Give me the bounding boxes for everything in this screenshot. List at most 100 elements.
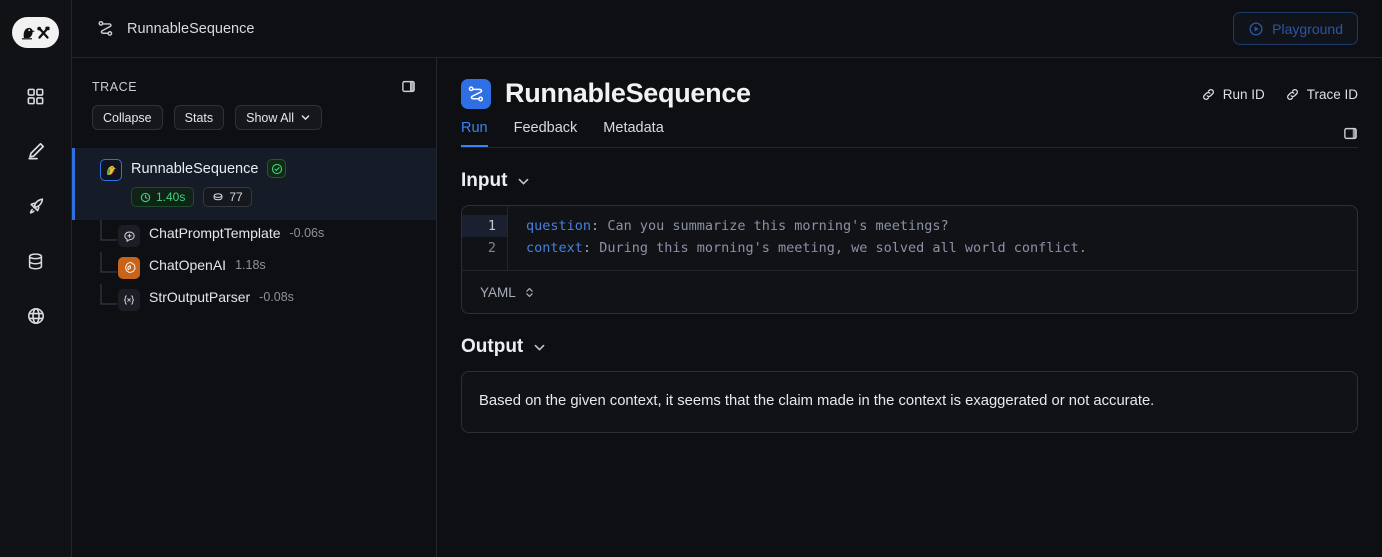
tree-connector (100, 284, 118, 316)
code-lines: question: Can you summarize this morning… (508, 206, 1101, 270)
duration-badge: 1.40s (131, 187, 195, 207)
id-links: Run ID Trace ID (1201, 78, 1358, 102)
tree-connector (100, 220, 118, 252)
tokens-coin-icon (212, 191, 224, 203)
collapse-label: Collapse (103, 110, 152, 125)
node-name: StrOutputParser (149, 289, 251, 305)
code-footer: YAML (462, 270, 1357, 313)
node-title-line: ChatPromptTemplate -0.06s (149, 225, 324, 241)
trace-node-chatprompttemplate[interactable]: ChatPromptTemplate -0.06s (72, 220, 436, 252)
duration-label: 1.40s (156, 190, 186, 204)
run-detail: RunnableSequence Run ID (437, 58, 1382, 557)
stats-label: Stats (184, 110, 214, 125)
check-circle-icon (267, 159, 287, 178)
trace-id-link[interactable]: Trace ID (1285, 87, 1358, 102)
trace-buttons: Collapse Stats Show All (72, 105, 436, 130)
tab-metadata[interactable]: Metadata (603, 120, 663, 147)
node-name: ChatOpenAI (149, 257, 227, 273)
trace-header: TRACE (72, 70, 436, 103)
trace-node-stroutputparser[interactable]: StrOutputParser -0.08s (72, 284, 436, 316)
page-title: RunnableSequence (461, 78, 751, 109)
tab-feedback[interactable]: Feedback (514, 120, 578, 147)
globe-icon[interactable] (18, 298, 54, 334)
line-number-gutter: 1 2 (462, 206, 508, 270)
yaml-punct: : (591, 218, 600, 234)
link-icon (1201, 87, 1216, 102)
input-code-card: 1 2 question: Can you summarize this mor… (461, 205, 1358, 314)
code-area[interactable]: 1 2 question: Can you summarize this mor… (462, 206, 1357, 270)
output-header[interactable]: Output (461, 336, 1358, 358)
play-circle-icon (1248, 21, 1264, 37)
trace-node-chatopenai[interactable]: ChatOpenAI 1.18s (72, 252, 436, 284)
node-duration: -0.06s (289, 226, 325, 240)
output-title: Output (461, 336, 524, 357)
top-bar: RunnableSequence Playground (72, 0, 1382, 58)
line-number: 1 (462, 215, 507, 237)
tokens-label: 77 (229, 190, 243, 204)
node-duration: 1.18s (235, 258, 266, 272)
chevron-down-icon[interactable] (532, 340, 547, 355)
sequence-nodes-icon (461, 78, 491, 109)
output-text: Based on the given context, it seems tha… (479, 393, 1155, 410)
tab-metadata-label: Metadata (603, 120, 664, 136)
playground-label: Playground (1272, 20, 1343, 37)
run-id-link[interactable]: Run ID (1201, 87, 1265, 102)
dashboard-icon[interactable] (18, 78, 54, 114)
rocket-icon[interactable] (18, 188, 54, 224)
show-all-label: Show All (246, 110, 295, 125)
braces-parser-icon (118, 289, 140, 311)
node-badges: 1.40s 77 (131, 187, 286, 207)
input-header[interactable]: Input (461, 170, 1358, 192)
output-card[interactable]: Based on the given context, it seems tha… (461, 371, 1358, 433)
breadcrumb[interactable]: RunnableSequence (96, 19, 254, 38)
sequence-nodes-icon (96, 19, 115, 38)
node-body: StrOutputParser -0.08s (149, 289, 294, 305)
playground-button[interactable]: Playground (1233, 12, 1358, 45)
tab-feedback-label: Feedback (513, 120, 578, 136)
node-title-line: ChatOpenAI 1.18s (149, 257, 266, 273)
panel-layout-icon[interactable] (1343, 126, 1358, 147)
node-body: ChatPromptTemplate -0.06s (149, 225, 324, 241)
node-title-line: RunnableSequence (131, 159, 287, 178)
langsmith-logo[interactable] (12, 17, 59, 48)
node-name: RunnableSequence (131, 160, 259, 177)
annotation-pencil-icon[interactable] (18, 133, 54, 169)
tree-connector (100, 252, 118, 284)
input-title: Input (461, 170, 508, 191)
yaml-key: question (526, 218, 592, 234)
tabs-list: Run Feedback Metadata (461, 120, 664, 147)
tokens-badge: 77 (203, 187, 252, 207)
language-label: YAML (480, 284, 516, 300)
prompt-bubble-icon (118, 225, 140, 247)
stats-button[interactable]: Stats (173, 105, 225, 130)
trace-node-runnablesequence[interactable]: RunnableSequence (72, 148, 436, 220)
tab-run-label: Run (461, 120, 488, 136)
input-section: Input 1 2 (461, 170, 1358, 314)
show-all-button[interactable]: Show All (235, 105, 323, 130)
chevron-updown-icon (524, 286, 535, 299)
chevron-down-icon[interactable] (516, 174, 531, 189)
language-select[interactable]: YAML (480, 285, 535, 300)
rail-items (18, 78, 54, 334)
panel-layout-icon[interactable] (401, 79, 416, 94)
link-icon (1285, 87, 1300, 102)
run-tabs: Run Feedback Metadata (461, 120, 1358, 148)
breadcrumb-label: RunnableSequence (127, 20, 255, 37)
left-nav-rail (0, 0, 72, 557)
run-header: RunnableSequence Run ID (461, 58, 1358, 109)
code-line: context: During this morning's meeting, … (526, 237, 1087, 259)
trace-id-label: Trace ID (1306, 87, 1358, 102)
tab-run[interactable]: Run (461, 120, 488, 147)
trace-panel: TRACE Collapse Stats (72, 58, 437, 557)
trace-title: TRACE (92, 79, 138, 94)
line-number: 2 (487, 240, 496, 256)
node-body: RunnableSequence (131, 159, 287, 207)
datasets-database-icon[interactable] (18, 243, 54, 279)
run-title-label: RunnableSequence (505, 78, 751, 108)
collapse-button[interactable]: Collapse (92, 105, 163, 130)
yaml-value: Can you summarize this morning's meeting… (607, 218, 949, 234)
run-id-label: Run ID (1222, 87, 1265, 102)
code-line: question: Can you summarize this morning… (526, 215, 1087, 237)
yaml-key: context (526, 240, 583, 256)
